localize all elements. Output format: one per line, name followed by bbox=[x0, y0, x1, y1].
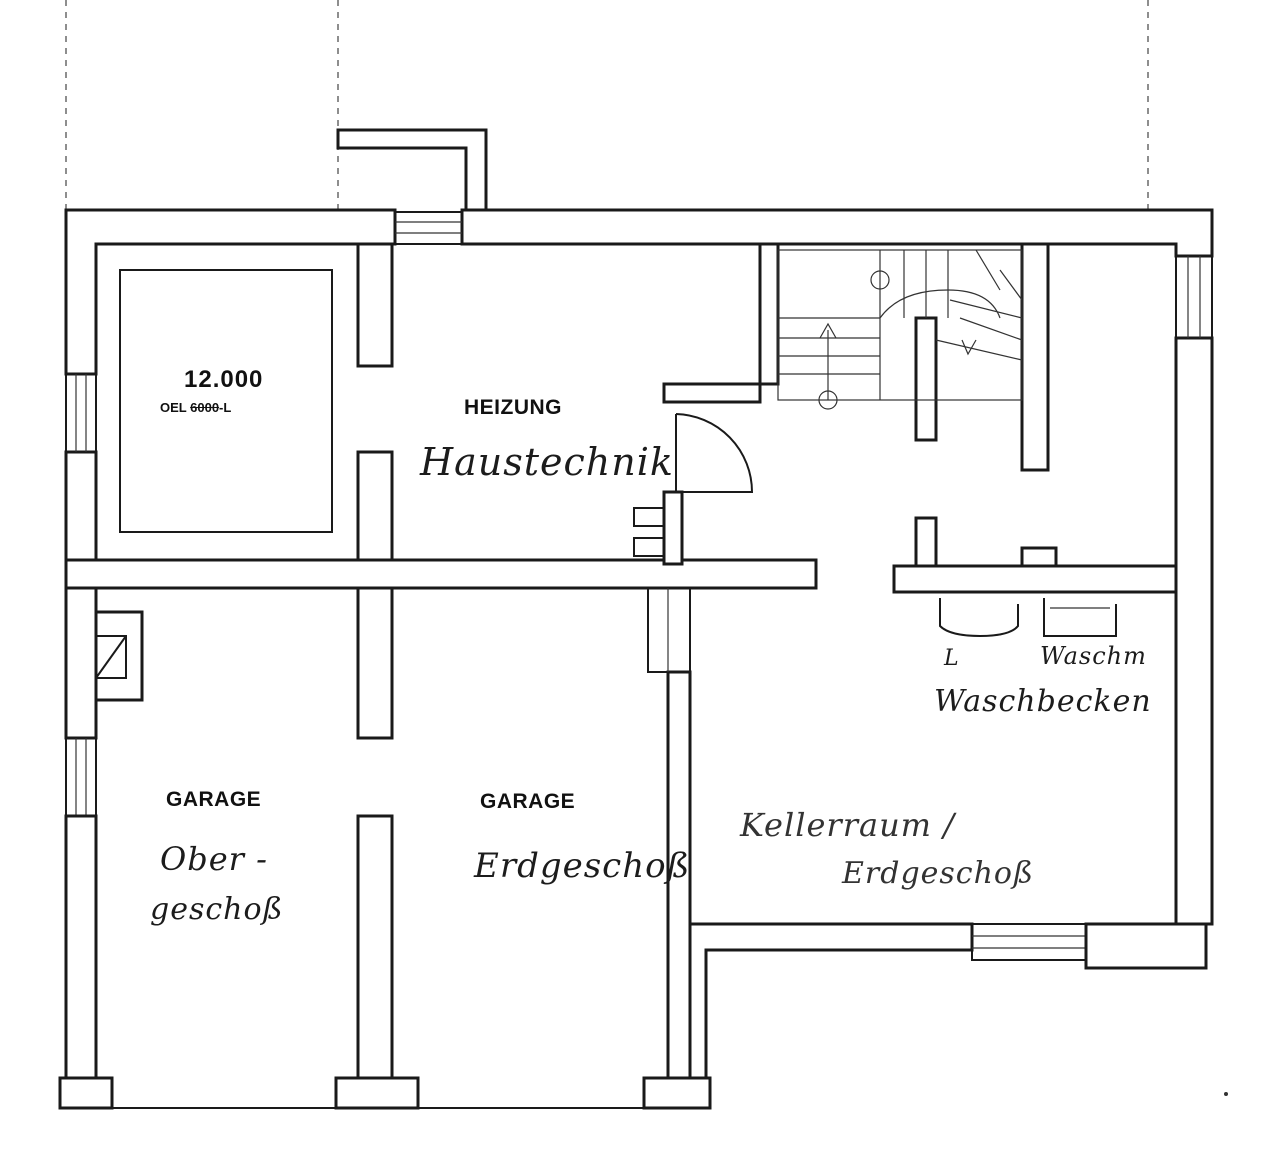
wash-left-label: L bbox=[944, 646, 960, 671]
garage-left-note-1: Ober - bbox=[160, 840, 268, 878]
wash-right-label: Waschm bbox=[1040, 642, 1147, 670]
tank-prefix: OEL bbox=[160, 400, 187, 415]
opening-marker bbox=[647, 587, 691, 673]
tank-unit: -L bbox=[219, 400, 232, 415]
door-swing bbox=[675, 413, 754, 493]
window-top bbox=[394, 211, 463, 245]
tank-struck-value: 6000 bbox=[190, 400, 220, 415]
oil-tank bbox=[119, 269, 333, 533]
wash-caption: Waschbecken bbox=[934, 684, 1152, 719]
window-left-upper bbox=[65, 373, 97, 453]
heizung-label: HEIZUNG bbox=[464, 396, 562, 419]
vents bbox=[633, 507, 665, 557]
chimney-box bbox=[95, 635, 127, 679]
staircase bbox=[777, 249, 1023, 410]
chimney bbox=[336, 128, 488, 214]
property-lines bbox=[65, 0, 1149, 210]
heizung-note: Haustechnik bbox=[420, 440, 674, 484]
window-right bbox=[1175, 255, 1213, 339]
garage-right-label: GARAGE bbox=[480, 790, 576, 813]
keller-note-1: Kellerraum / bbox=[740, 806, 955, 844]
garage-right-note: Erdgeschoß bbox=[474, 846, 691, 886]
garage-left-note-2: geschoß bbox=[150, 892, 284, 927]
scan-dot bbox=[1224, 1092, 1228, 1096]
tank-label: OEL 6000-L bbox=[160, 400, 231, 415]
window-left-lower bbox=[65, 737, 97, 817]
tank-volume: 12.000 bbox=[184, 366, 264, 393]
window-bottom bbox=[971, 923, 1087, 961]
interior-walls bbox=[64, 242, 1178, 1080]
wash-sketch bbox=[939, 598, 1117, 638]
keller-note-2: Erdgeschoß bbox=[842, 856, 1035, 891]
garage-left-label: GARAGE bbox=[166, 788, 262, 811]
outer-walls bbox=[58, 208, 1214, 1110]
